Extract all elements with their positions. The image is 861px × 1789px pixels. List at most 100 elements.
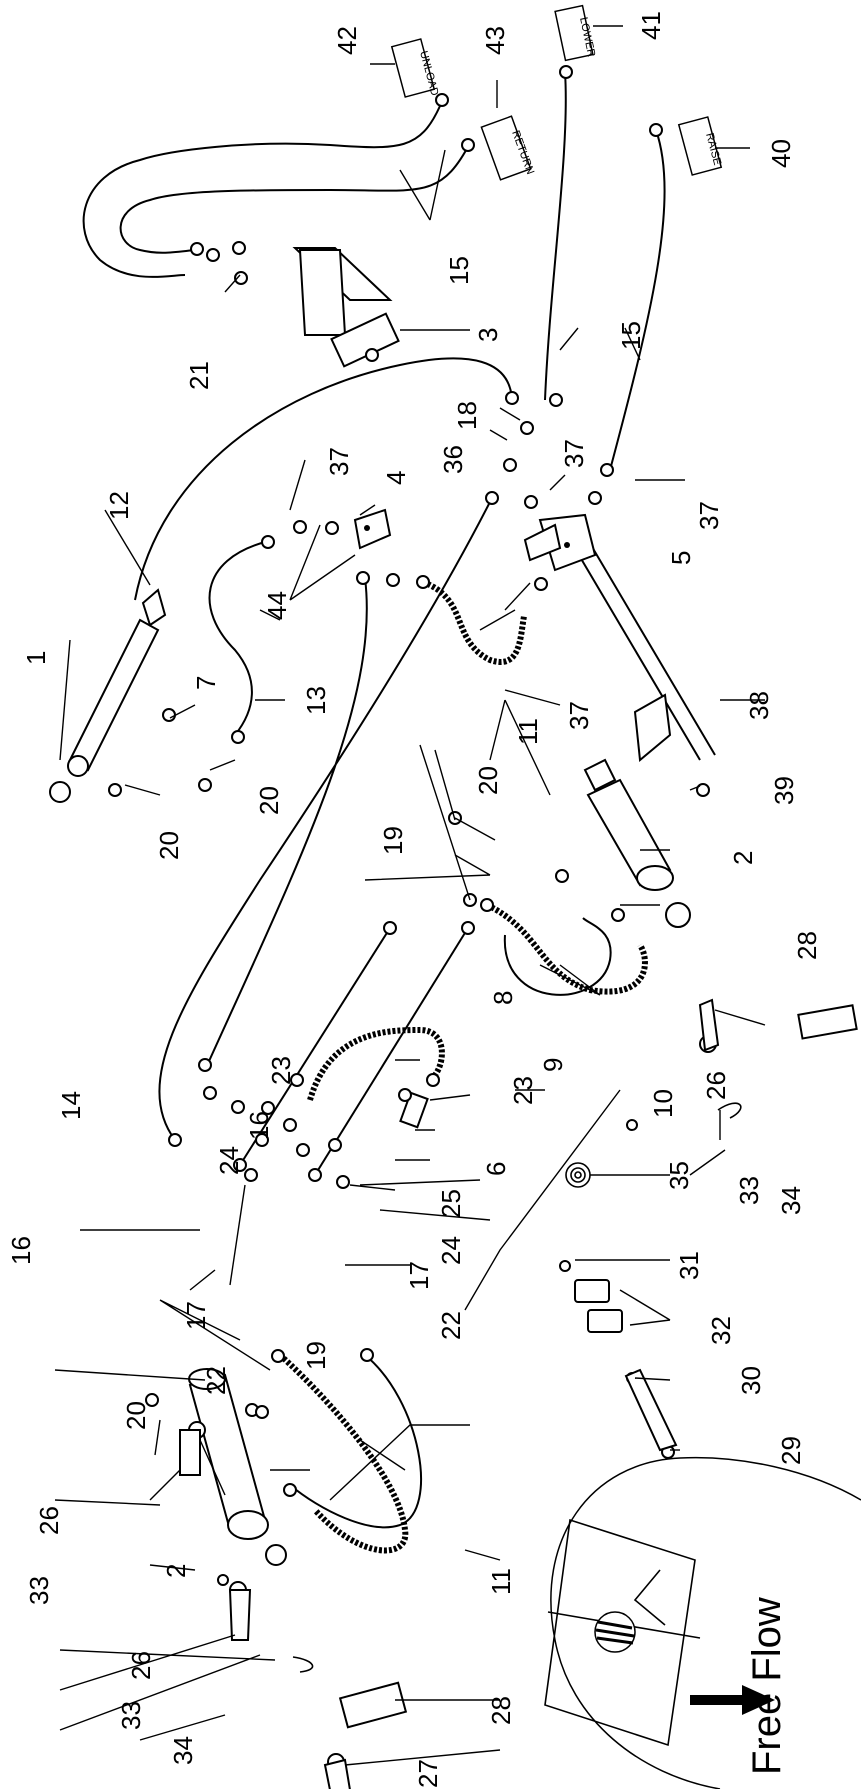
- clamp-32: [574, 1279, 623, 1333]
- callout-34-left: 34: [168, 1736, 198, 1765]
- callout-31: 31: [674, 1251, 704, 1280]
- callout-3: 3: [473, 328, 503, 342]
- pin-34-right: [717, 1102, 742, 1119]
- pin-27: [323, 1758, 351, 1789]
- pin-26-left-bottom: [228, 1589, 252, 1641]
- free-flow-inset: Free Flow: [544, 1456, 861, 1789]
- fitting-6: [399, 1091, 429, 1129]
- callout-25: 25: [436, 1189, 466, 1218]
- hose-9: [307, 1026, 445, 1101]
- tube-8-a: [239, 927, 391, 1166]
- callout-16-left: 16: [6, 1236, 36, 1265]
- callout-10: 10: [648, 1089, 678, 1118]
- callout-23-right: 23: [508, 1076, 538, 1105]
- callout-26-left-top: 26: [34, 1506, 64, 1535]
- tag-return: RETURN: [480, 115, 536, 181]
- callout-1: 1: [21, 651, 51, 665]
- pin-34-left: [292, 1656, 314, 1673]
- rod-39: [569, 534, 716, 761]
- bolt-29: [624, 1368, 678, 1452]
- callout-28-left: 28: [486, 1696, 516, 1725]
- callout-38: 38: [744, 691, 774, 720]
- callout-37-left: 37: [324, 447, 354, 476]
- callout-43: 43: [480, 26, 510, 55]
- spring-35: [565, 1162, 591, 1188]
- callout-20-bottom: 20: [121, 1401, 151, 1430]
- callout-2-left: 2: [161, 1564, 191, 1578]
- callout-44: 44: [262, 591, 292, 620]
- callout-24-right: 24: [436, 1236, 466, 1265]
- callout-19-top: 19: [378, 826, 408, 855]
- callout-41: 41: [636, 11, 666, 40]
- tube-15-raise: [609, 129, 666, 471]
- valve-3: [292, 247, 400, 368]
- valve-5: [523, 513, 597, 572]
- callout-39: 39: [769, 776, 799, 805]
- callout-33-right: 33: [734, 1176, 764, 1205]
- callout-33-left-bottom: 33: [116, 1701, 146, 1730]
- callout-42: 42: [332, 26, 362, 55]
- tube-15-upper-loop: [82, 105, 471, 278]
- tube-15-lower: [544, 71, 567, 401]
- hose-10-plain: [503, 917, 612, 996]
- cylinder-2-left: [188, 1368, 287, 1566]
- pin-26-left-top: [179, 1429, 201, 1476]
- callout-37-top: 37: [559, 439, 589, 468]
- callout-37-bottom: 37: [564, 701, 594, 730]
- tube-8-b: [314, 927, 469, 1176]
- callout-11-bottom: 11: [486, 1568, 516, 1595]
- callout-11-mid: 11: [513, 718, 543, 745]
- hose-13: [208, 541, 266, 736]
- free-flow-label: Free Flow: [745, 1597, 789, 1775]
- callout-30: 30: [736, 1366, 766, 1395]
- hose-11-upper: [421, 579, 527, 665]
- callout-2-right: 2: [728, 851, 758, 865]
- callout-32: 32: [706, 1316, 736, 1345]
- flow-direction-arrow: [690, 1685, 775, 1715]
- callout-18: 18: [452, 401, 482, 430]
- cylinder-1: [49, 588, 167, 803]
- cylinder-2-right: [583, 758, 691, 928]
- fittings: [108, 65, 717, 1771]
- callout-26-right: 26: [701, 1071, 731, 1100]
- callout-24-mid: 24: [214, 1146, 244, 1175]
- callout-5: 5: [666, 551, 696, 565]
- callout-12: 12: [104, 491, 134, 520]
- callout-23-mid: 23: [266, 1056, 296, 1085]
- callout-16-mid: 16: [244, 1111, 274, 1140]
- callout-15-right: 15: [616, 321, 646, 350]
- callout-20-bottom-left: 20: [154, 831, 184, 860]
- callout-20-upper: 20: [473, 766, 503, 795]
- callout-34-right: 34: [776, 1186, 806, 1215]
- callout-33-left-top: 33: [24, 1576, 54, 1605]
- hose-12: [134, 357, 513, 601]
- callout-17-left: 17: [181, 1301, 211, 1330]
- pin-26-right: [698, 998, 720, 1052]
- valve-4: [353, 508, 392, 550]
- callout-19-bottom: 19: [301, 1341, 331, 1370]
- tag-unload: UNLOAD: [390, 38, 441, 98]
- block-28-left: [338, 1681, 408, 1729]
- callout-17-right: 17: [404, 1261, 434, 1290]
- block-28-right: [797, 1004, 858, 1040]
- tag-lower: LOWER: [554, 4, 597, 62]
- callout-36: 36: [438, 445, 468, 474]
- callout-22-left: 22: [201, 1366, 231, 1395]
- callout-20-left: 20: [254, 786, 284, 815]
- callout-13: 13: [301, 686, 331, 715]
- callout-37-right: 37: [694, 501, 724, 530]
- callout-40: 40: [766, 139, 796, 168]
- callout-15-top: 15: [444, 256, 474, 285]
- callout-14: 14: [56, 1091, 86, 1120]
- callout-26-left-bottom: 26: [126, 1651, 156, 1680]
- callout-numbers: 42 43 41 40 15 21 3 15 18 36 37 37 37 4 …: [6, 11, 822, 1788]
- callout-8: 8: [488, 991, 518, 1005]
- callout-28-right: 28: [792, 931, 822, 960]
- leader-lines: [54, 25, 766, 1766]
- tag-raise: RAISE: [677, 116, 723, 176]
- callout-9: 9: [538, 1058, 568, 1072]
- callout-7: 7: [191, 676, 221, 690]
- callout-27: 27: [413, 1759, 443, 1788]
- callout-29: 29: [776, 1436, 806, 1465]
- bracket-38: [633, 693, 672, 762]
